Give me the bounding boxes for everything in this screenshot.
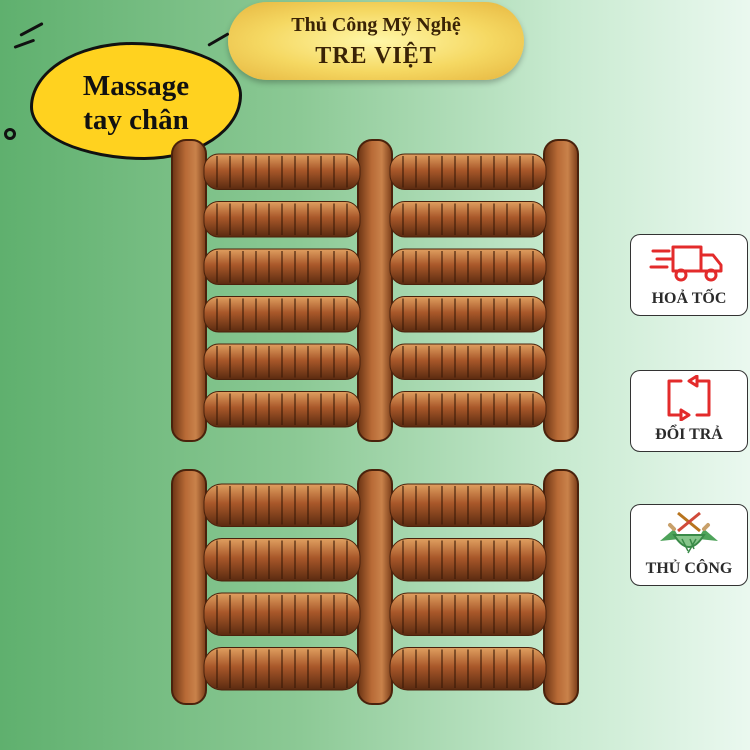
roller-frame-board: [543, 139, 579, 442]
product-title-bubble: Massage tay chân: [30, 42, 242, 160]
badge-label: ĐỔI TRẢ: [655, 426, 723, 443]
decoration-ring: [4, 128, 16, 140]
brand-name: TRE VIỆT: [315, 43, 437, 69]
title-line-2: tay chân: [83, 104, 189, 136]
badge-label: HOẢ TỐC: [651, 290, 727, 307]
roller-frame-board: [171, 469, 207, 705]
badge-express-delivery: HOẢ TỐC: [630, 234, 748, 316]
brand-banner: Thủ Công Mỹ Nghệ TRE VIỆT: [228, 2, 524, 80]
roller-frame-board: [171, 139, 207, 442]
fast-delivery-truck-icon: [631, 239, 747, 285]
badge-return-exchange: ĐỔI TRẢ: [630, 370, 748, 452]
roller-frame-board: [357, 139, 393, 442]
decoration-dash: [13, 38, 36, 49]
badge-label: THỦ CÔNG: [645, 560, 733, 577]
badge-handmade: THỦ CÔNG: [630, 504, 748, 586]
six-row-roller-svg: [171, 139, 579, 442]
brand-subtitle: Thủ Công Mỹ Nghệ: [291, 14, 461, 36]
decoration-dash: [207, 32, 230, 47]
title-line-1: Massage: [82, 70, 190, 102]
roller-frame-board: [543, 469, 579, 705]
product-image-four-row-roller: [170, 468, 580, 706]
product-image-six-row-roller: [170, 138, 580, 443]
four-row-roller-svg: [171, 469, 579, 705]
roller-frame-board: [357, 469, 393, 705]
decoration-dash: [19, 21, 44, 37]
exchange-arrows-icon: [631, 375, 747, 421]
handmade-basket-icon: [631, 509, 747, 555]
